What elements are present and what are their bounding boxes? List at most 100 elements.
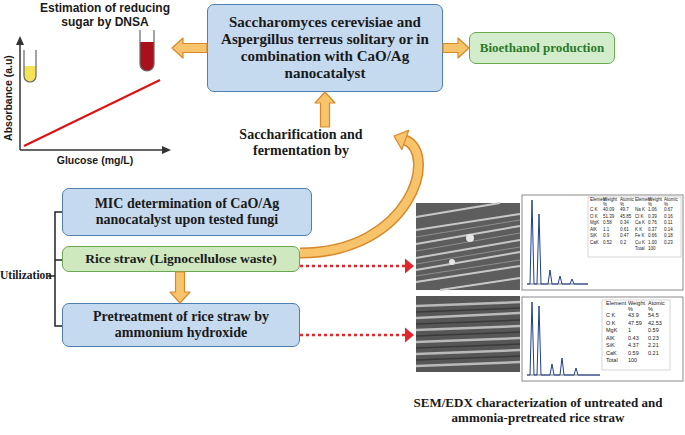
chart-title: Estimation of reducing sugar by DNSA xyxy=(30,2,180,30)
dotted-arrow-line xyxy=(300,334,405,337)
table-cell: K K xyxy=(635,228,648,233)
fiber-lines xyxy=(416,302,520,366)
table-cell: 0.67 xyxy=(664,208,679,213)
table-cell: SiK xyxy=(606,343,628,349)
sem-edx-figure: ElementWeight %Atomic %C K43.954.5O K47.… xyxy=(414,295,685,383)
flow-arrow xyxy=(172,38,207,58)
table-cell: 1.06 xyxy=(648,208,664,213)
dotted-arrow xyxy=(300,258,414,273)
calibration-line xyxy=(24,80,160,146)
group-label: Utilization xyxy=(0,269,50,282)
table-cell: Total xyxy=(606,358,628,364)
table-cell: 0.59 xyxy=(648,328,668,334)
table-cell: Cu K xyxy=(635,241,648,246)
table-cell: Cl K xyxy=(635,215,648,220)
table-cell: 0.37 xyxy=(648,228,664,233)
flow-arrow xyxy=(300,92,418,253)
box-text: MIC determination of CaO/Ag nanocatalyst… xyxy=(67,196,307,228)
box-text: Rice straw (Lignocellulose waste) xyxy=(85,251,277,267)
edx-table-frame xyxy=(588,197,681,257)
table-cell: 0.16 xyxy=(664,215,679,220)
table-cell: Weight % xyxy=(648,198,664,207)
dotted-arrow xyxy=(300,327,414,342)
edx-frame xyxy=(522,297,683,381)
table-cell: Na K xyxy=(635,208,648,213)
table-cell: 0.61 xyxy=(620,228,635,233)
table-cell: 1 xyxy=(628,328,648,334)
table-cell: Atomic % xyxy=(648,301,668,313)
table-cell: 0.23 xyxy=(648,336,668,342)
table-cell: CaK xyxy=(590,241,603,246)
arrow-head xyxy=(394,130,409,149)
table-cell: 100 xyxy=(648,247,664,252)
dotted-arrow-line xyxy=(300,265,405,268)
table-cell: 49.7 xyxy=(620,208,635,213)
flow-arrow xyxy=(443,38,469,58)
box-text: Pretreatment of rice straw by ammonium h… xyxy=(67,309,295,341)
edx-frame xyxy=(522,195,683,290)
table-cell: O K xyxy=(606,321,628,327)
table-cell: 47.59 xyxy=(628,321,648,327)
table-cell: Atomic % xyxy=(620,198,635,207)
table-cell: 4.37 xyxy=(628,343,648,349)
table-cell: 0.11 xyxy=(664,221,679,226)
axis-head xyxy=(162,146,171,154)
table-cell: 0.34 xyxy=(620,221,635,226)
table-cell: C K xyxy=(606,313,628,319)
table-cell: 43.9 xyxy=(628,313,648,319)
table-cell: 1.00 xyxy=(648,241,664,246)
table-cell: 0.66 xyxy=(648,234,664,239)
table-cell: AlK xyxy=(590,228,603,233)
process-box: Saccharomyces cerevisiae and Aspergillus… xyxy=(207,4,443,92)
table-cell: 0.2 xyxy=(620,241,635,246)
axis-label: Absorbance (a.u) xyxy=(2,43,14,153)
table-cell: 0.14 xyxy=(664,228,679,233)
arrow-head xyxy=(405,258,414,273)
test-tube xyxy=(140,30,154,71)
table-cell: 0.43 xyxy=(628,336,648,342)
y-axis xyxy=(19,43,21,150)
figure-caption: SEM/EDX characterization of untreated an… xyxy=(412,396,664,426)
process-box: Pretreatment of rice straw by ammonium h… xyxy=(62,303,300,347)
table-cell: 54.5 xyxy=(648,313,668,319)
block-arrow xyxy=(170,272,190,303)
sem-background xyxy=(416,203,520,290)
fiber-lines xyxy=(416,220,520,276)
sem-edx-figure: ElementWeight %Atomic %ElementWeight %At… xyxy=(414,193,685,292)
tube-liquid xyxy=(140,42,154,71)
particle xyxy=(466,234,474,242)
table-cell: Element xyxy=(590,198,603,203)
box-text: Saccharomyces cerevisiae and Aspergillus… xyxy=(212,14,438,83)
block-arrow xyxy=(172,38,207,58)
bracket xyxy=(48,212,62,326)
table-cell: MgK xyxy=(590,221,603,226)
edx-spectrum xyxy=(522,297,683,381)
edx-peaks xyxy=(527,200,588,284)
table-cell: 51.39 xyxy=(603,215,620,220)
chart-panel: Estimation of reducing sugar by DNSAAbso… xyxy=(0,0,172,176)
edx-peaks xyxy=(527,302,600,375)
sem-background xyxy=(416,296,520,372)
table-cell: 0.76 xyxy=(648,221,664,226)
fiber-lines xyxy=(416,203,520,290)
table-cell: 0.23 xyxy=(664,241,679,246)
table-cell: 0.47 xyxy=(620,234,635,239)
table-cell: Atomic % xyxy=(664,198,679,207)
table-cell: Element xyxy=(635,198,648,203)
block-arrow xyxy=(443,38,469,58)
table-cell: 40.09 xyxy=(603,208,620,213)
table-cell: O K xyxy=(590,215,603,220)
table-cell: Total xyxy=(635,247,648,252)
table-cell: 0.21 xyxy=(648,351,668,357)
flow-arrow xyxy=(170,272,190,303)
table-cell: 42.53 xyxy=(648,321,668,327)
arrow-head xyxy=(405,327,414,342)
table-cell: MgK xyxy=(606,328,628,334)
sugar-chart xyxy=(16,30,171,154)
box-text: Bioethanol production xyxy=(480,41,604,56)
table-cell: Weight % xyxy=(628,301,648,313)
fiber-lines xyxy=(416,308,520,360)
table-cell: 0.18 xyxy=(664,234,679,239)
table-cell: 0.58 xyxy=(603,221,620,226)
